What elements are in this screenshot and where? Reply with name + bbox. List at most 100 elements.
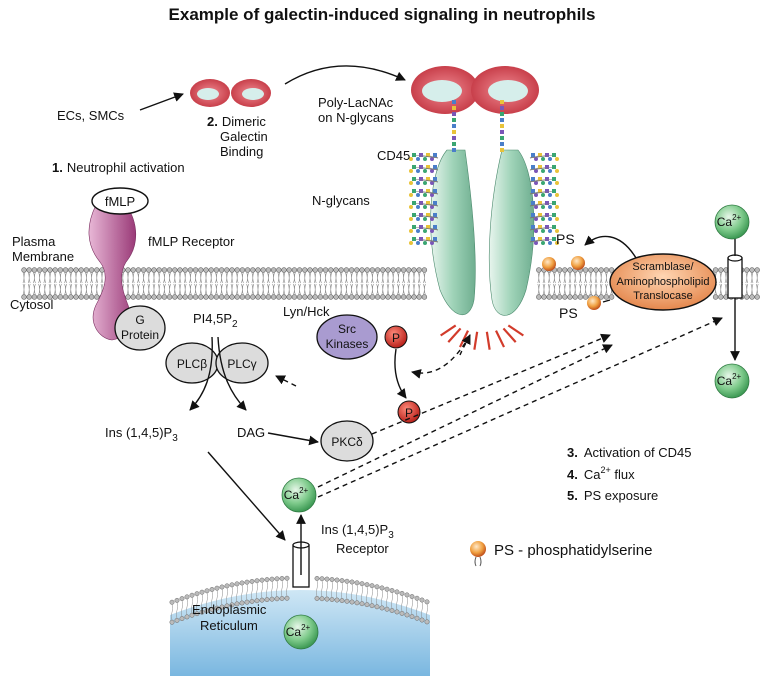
fmlp-receptor-label: fMLP Receptor <box>148 234 235 249</box>
arrow-cd45-src-dashed <box>411 334 471 379</box>
arrow-pi-to-dag <box>217 336 247 411</box>
svg-text:Ins (1,4,5)P3: Ins (1,4,5)P3 <box>321 522 394 541</box>
ca-sup-1: 2+ <box>732 213 741 222</box>
ps-inner <box>587 296 601 310</box>
arrow-dag-to-pkc <box>267 432 319 446</box>
legend5-number: 5. <box>567 488 578 503</box>
legend4-number: 4. <box>567 467 578 482</box>
ca-label-3: Ca <box>284 488 300 502</box>
arrow-pkc-to-scramblase <box>371 333 611 435</box>
scramblase-translocase: Scramblase/ Aminophospholipid Translocas… <box>609 253 717 311</box>
ins-receptor-label-1: Ins (1,4,5)P <box>321 522 388 537</box>
ca-sup-4: 2+ <box>301 623 310 632</box>
plasma-membrane-label-1: Plasma <box>12 234 56 249</box>
svg-text:3.Activation of CD45: 3. Activation of CD45 <box>567 445 692 460</box>
ps-label-outer: PS <box>556 231 575 247</box>
scramblase-label-3: Translocase <box>633 290 693 302</box>
polylacnac-label-1: Poly-LacNAc <box>318 95 394 110</box>
nglycans-label: N-glycans <box>312 193 370 208</box>
arrow-cd45-src-dashed-2 <box>459 334 471 356</box>
arrow-galectin-binding <box>284 65 406 85</box>
svg-text:1.Neutrophil activation: 1.Neutrophil activation <box>52 160 185 175</box>
dashed-arrows <box>275 317 723 498</box>
legend3-text: Activation of CD45 <box>584 445 692 460</box>
er-membrane-bilayer <box>169 575 430 625</box>
arrow-scramblase-to-ps <box>584 235 637 259</box>
ins-label: Ins (1,4,5)P <box>105 425 172 440</box>
fmlp-ligand: fMLP <box>91 187 149 215</box>
fmlp-receptor <box>88 204 137 341</box>
svg-text:2.Dimeric: 2. Dimeric <box>207 114 266 129</box>
ca-sup-2: 2+ <box>732 372 741 381</box>
svg-text:5.PS exposure: 5. PS exposure <box>567 488 658 503</box>
cd45-receptor <box>430 149 535 316</box>
diagram-title: Example of galectin-induced signaling in… <box>169 5 596 24</box>
calcium-channel <box>727 254 743 299</box>
arrow-pi-to-ins <box>189 336 213 411</box>
legend5-text: PS exposure <box>584 488 658 503</box>
arrow-ca-to-channel-dashed <box>317 317 723 498</box>
lyn-hck-label: Lyn/Hck <box>283 304 330 319</box>
phosphate-released: P <box>397 400 421 424</box>
er-label-1: Endoplasmic <box>192 602 267 617</box>
galectin-dimer-bound <box>411 66 539 114</box>
calcium-ion-er: Ca2+ <box>283 614 319 650</box>
ps-outer-cluster <box>542 256 585 271</box>
polylacnac-label-2: on N-glycans <box>318 110 394 125</box>
svg-text:Ins (1,4,5)P3: Ins (1,4,5)P3 <box>105 425 178 444</box>
fmlp-label: fMLP <box>105 194 135 209</box>
pkc-delta: PKCδ <box>320 420 374 462</box>
calcium-ion-cytosolic: Ca2+ <box>281 477 317 513</box>
ps-legend-label: PS - phosphatidylserine <box>494 542 652 559</box>
arrow-scramblase-ps-inner <box>602 299 611 303</box>
n-glycan-chains <box>409 100 559 245</box>
svg-text:4.Ca2+ flux: 4.Ca2+ flux <box>567 465 635 482</box>
phosphate-on-src: P <box>384 325 408 349</box>
arrow-plcg-dashed <box>275 375 297 387</box>
arrow-ecs-to-galectin <box>139 92 184 111</box>
ps-label-inner: PS <box>559 305 578 321</box>
plc-gamma: PLCγ <box>215 342 269 384</box>
scramblase-label-2: Aminophospholipid <box>617 276 710 288</box>
ca-label-1: Ca <box>717 215 733 229</box>
phosphate-label-1: P <box>392 331 400 345</box>
galectin-dimer-free <box>190 79 271 107</box>
step2-line1: Dimeric <box>222 114 267 129</box>
svg-text:PI4,5P2: PI4,5P2 <box>193 311 238 330</box>
plasma-membrane-label-2: Membrane <box>12 249 74 264</box>
arrow-ca-to-scramblase <box>317 344 613 488</box>
legend4-sup: 2+ <box>600 465 610 475</box>
phosphate-label-2: P <box>405 406 413 420</box>
cd45-activation-rays <box>440 324 524 350</box>
er-label-2: Reticulum <box>200 618 258 633</box>
scramblase-label-1: Scramblase/ <box>632 261 694 273</box>
step1-text: Neutrophil activation <box>67 160 185 175</box>
g-protein-label-1: G <box>135 313 144 327</box>
plc-beta-label: PLCβ <box>177 357 207 371</box>
step2-line2: Galectin <box>220 129 268 144</box>
g-protein-label-2: Protein <box>121 328 159 342</box>
dag-label: DAG <box>237 425 265 440</box>
g-protein: G Protein <box>114 305 166 351</box>
arrows <box>139 65 740 575</box>
svg-text:Ca2+: Ca2+ <box>284 486 309 502</box>
cytosol-label: Cytosol <box>10 297 53 312</box>
calcium-ion-extracellular: Ca2+ <box>714 204 750 240</box>
pi45p2-sub: 2 <box>232 319 238 330</box>
svg-text:Ca2+: Ca2+ <box>717 213 742 229</box>
plc-gamma-label: PLCγ <box>227 357 256 371</box>
legend3-number: 3. <box>567 445 578 460</box>
calcium-ion-cytosolic-right: Ca2+ <box>714 363 750 399</box>
ca-sup-3: 2+ <box>299 486 308 495</box>
arrow-ins-to-receptor <box>207 451 286 541</box>
svg-text:Ca2+: Ca2+ <box>286 623 311 639</box>
ca-label-4: Ca <box>286 625 302 639</box>
ins-receptor-sub: 3 <box>388 530 394 541</box>
cd45-label: CD45 <box>377 148 410 163</box>
step2-number: 2. <box>207 114 218 129</box>
ins-receptor-label-2: Receptor <box>336 541 389 556</box>
src-kinases: Src Kinases <box>316 314 378 360</box>
svg-text:Ca2+: Ca2+ <box>717 372 742 388</box>
